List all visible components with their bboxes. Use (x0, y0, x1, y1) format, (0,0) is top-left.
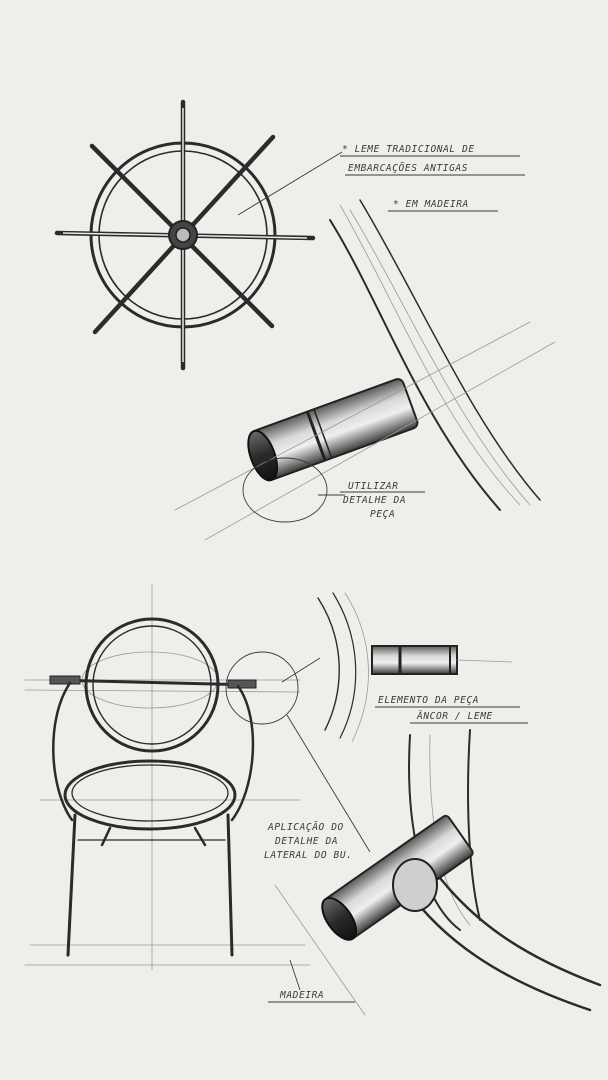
element-note-line2: âncor / leme (416, 710, 493, 722)
application-note-line3: lateral do bu. (264, 850, 352, 861)
helm-material-note: * Em madeira (393, 199, 469, 210)
application-note-line1: Aplicação do (267, 822, 344, 833)
material-note-bottom: Madeira (279, 990, 324, 1001)
chair-drawing (24, 584, 371, 971)
helm-description-line1: * Leme tradicional de (342, 144, 475, 155)
lateral-application-detail (274, 729, 602, 1016)
wheel-handle-detail-top (174, 199, 556, 541)
detail-note-line3: peça (370, 509, 395, 520)
element-note-line1: Elemento da peça (378, 695, 479, 706)
handle-element-detail (317, 592, 513, 743)
ship-wheel-drawing (54, 99, 343, 371)
helm-description-line2: embarcações antigas (348, 162, 468, 174)
detail-note-line1: Utilizar (348, 481, 399, 492)
annotations: * Leme tradicional de embarcações antiga… (264, 144, 528, 1003)
application-note-line2: detalhe da (274, 836, 338, 847)
detail-note-line2: detalhe da (342, 495, 406, 506)
